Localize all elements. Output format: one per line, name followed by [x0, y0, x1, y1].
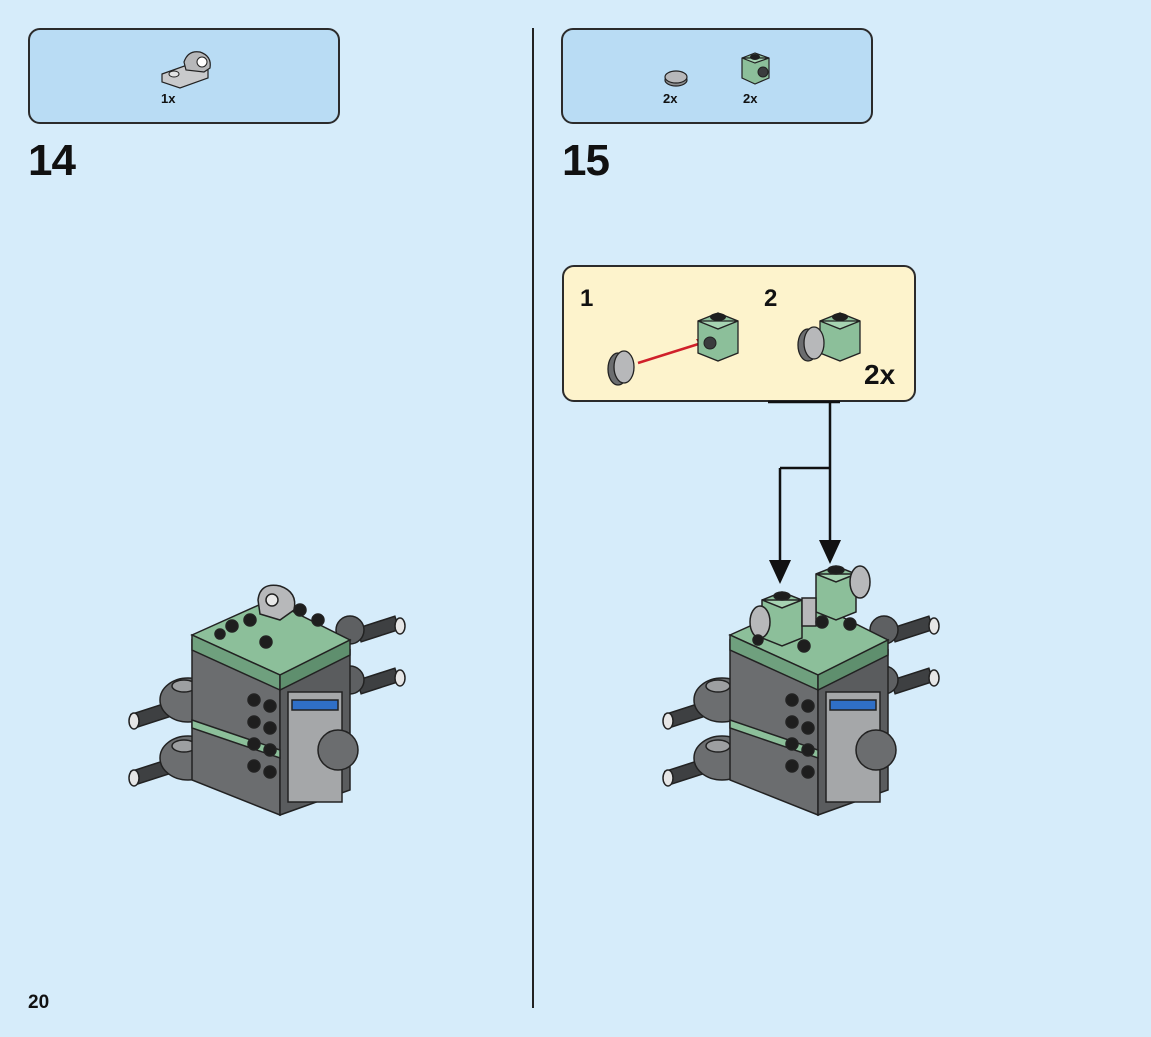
- page-number: 20: [28, 992, 49, 1014]
- step-number: 15: [562, 136, 609, 186]
- step-15-parts-box: 2x 2x: [561, 28, 873, 124]
- callout-step-2-illustration: [792, 303, 872, 373]
- part-quantity: 2x: [743, 91, 757, 106]
- light-gray-bracket-icon: [160, 50, 220, 90]
- step-15-model-illustration: [654, 560, 954, 820]
- sub-assembly-callout: 1 2 2x: [562, 265, 916, 402]
- step-number: 14: [28, 136, 75, 186]
- sub-step-number: 2: [764, 285, 777, 313]
- step-14-parts-box: 1x: [28, 28, 340, 124]
- callout-step-1-illustration: [598, 303, 738, 393]
- gray-round-tile-icon: [663, 68, 693, 92]
- sub-step-number: 1: [580, 285, 593, 313]
- part-quantity: 1x: [161, 91, 175, 106]
- sand-green-brick-icon: [739, 50, 775, 90]
- part-quantity: 2x: [663, 91, 677, 106]
- step-divider: [532, 28, 534, 1008]
- step-14-model-illustration: [120, 580, 420, 820]
